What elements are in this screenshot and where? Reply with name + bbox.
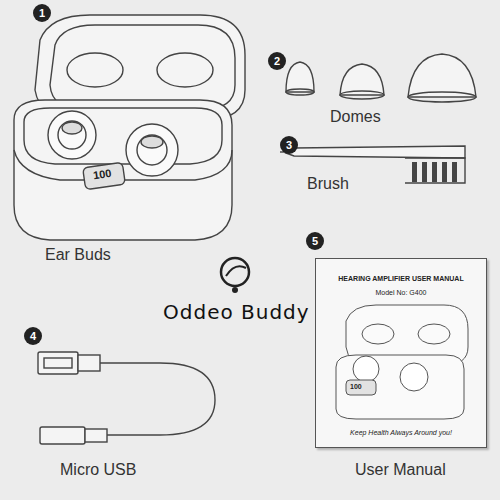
part-name: Brush xyxy=(307,175,349,193)
brand-logo: Oddeo Buddy xyxy=(163,300,310,324)
callout-number: 2 xyxy=(268,52,286,70)
manual-illustration xyxy=(316,259,486,447)
part-name: Domes xyxy=(330,108,381,126)
callout-number: 1 xyxy=(33,4,51,22)
slogan: Keep Health Always Around you! xyxy=(350,429,452,436)
display-digits: 100 xyxy=(350,383,362,390)
callout-number: 3 xyxy=(280,136,298,154)
callout-number: 5 xyxy=(306,232,324,250)
callout-number: 4 xyxy=(24,327,42,345)
manual-page: HEARING AMPLIFIER USER MANUAL Model No: G… xyxy=(315,258,487,448)
model-number: Model No: G400 xyxy=(376,289,427,296)
display-digits: 100 xyxy=(92,167,112,181)
part-name: Ear Buds xyxy=(45,246,111,264)
part-name: User Manual xyxy=(355,461,446,479)
manual-title: HEARING AMPLIFIER USER MANUAL xyxy=(338,275,463,282)
part-name: Micro USB xyxy=(60,461,136,479)
